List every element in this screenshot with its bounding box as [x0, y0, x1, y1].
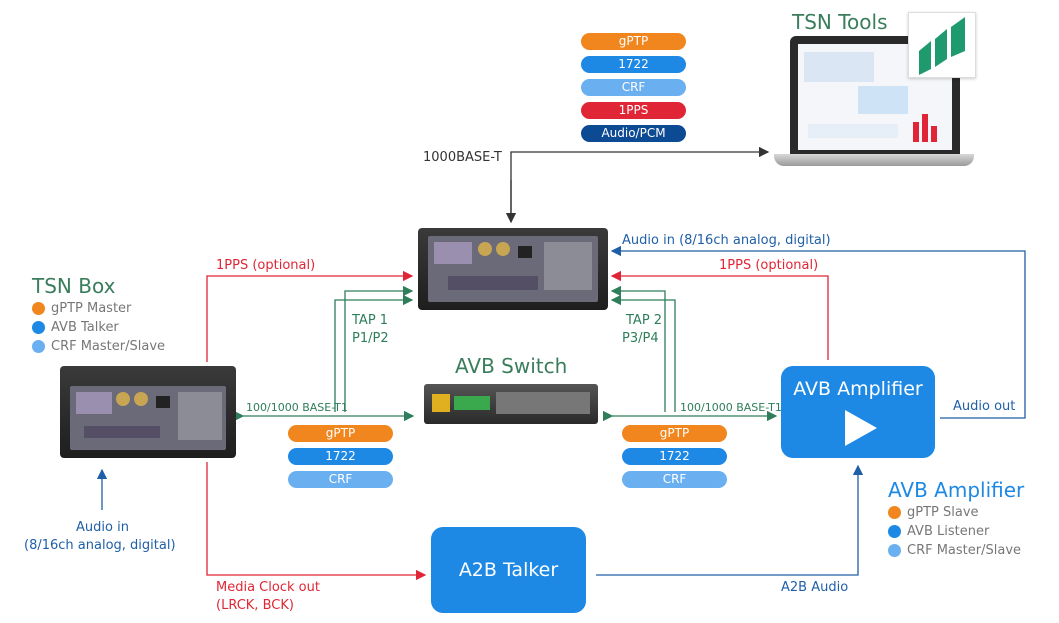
pill-gptp: gPTP	[581, 33, 686, 50]
avb-switch-device	[424, 384, 598, 424]
laptop-display	[798, 44, 952, 150]
orange-dot-icon	[32, 302, 45, 315]
pps-right-line	[610, 270, 829, 360]
avb-switch-title: AVB Switch	[455, 354, 568, 378]
right-pill-crf: CRF	[622, 471, 727, 488]
legend-gptp-master: gPTP Master	[32, 299, 165, 318]
legend-crf-amp: CRF Master/Slave	[888, 541, 1021, 560]
left-pill-1722: 1722	[288, 448, 393, 465]
a2b-audio-label: A2B Audio	[781, 580, 849, 595]
legend-crf: CRF Master/Slave	[32, 337, 165, 356]
tsn-box-device	[60, 366, 236, 458]
pill-1722: 1722	[581, 56, 686, 73]
ethernet-line	[510, 146, 770, 218]
tap1-label: TAP 1	[352, 313, 389, 328]
audio-in-right-label: Audio in (8/16ch analog, digital)	[622, 233, 831, 248]
pill-crf: CRF	[581, 79, 686, 96]
tsn-tools-logo	[908, 12, 976, 78]
ethernet-label: 1000BASE-T	[423, 150, 502, 165]
tap2-line-b	[610, 294, 676, 412]
pill-audio-pcm: Audio/PCM	[581, 125, 686, 142]
pps-left-label: 1PPS (optional)	[216, 258, 316, 273]
right-pill-1722: 1722	[622, 448, 727, 465]
legend-gptp-slave: gPTP Slave	[888, 503, 1021, 522]
blue-dot-icon	[888, 525, 901, 538]
lightblue-dot-icon	[888, 544, 901, 557]
tap-device	[418, 228, 608, 310]
blue-dot-icon	[32, 321, 45, 334]
logo-icon	[919, 17, 965, 75]
tap1-ports: P1/P2	[352, 331, 389, 346]
orange-dot-icon	[888, 506, 901, 519]
t1-right-label: 100/1000 BASE-T1	[680, 401, 782, 414]
tsn-box-title: TSN Box	[32, 274, 116, 298]
media-clock-line	[206, 462, 427, 581]
tsn-box-legend: gPTP Master AVB Talker CRF Master/Slave	[32, 299, 165, 356]
legend-avb-listener: AVB Listener	[888, 522, 1021, 541]
play-icon	[845, 410, 877, 446]
tsn-tools-title: TSN Tools	[792, 10, 888, 34]
left-pill-crf: CRF	[288, 471, 393, 488]
t1-left-label: 100/1000 BASE-T1	[246, 401, 348, 414]
a2b-talker-box: A2B Talker	[431, 527, 586, 613]
audio-in-left-label: Audio in	[76, 520, 129, 535]
avb-amplifier-title: AVB Amplifier	[888, 478, 1025, 502]
pps-left-line	[206, 270, 414, 362]
left-pill-gptp: gPTP	[288, 425, 393, 442]
laptop-base	[774, 154, 974, 166]
pill-1pps: 1PPS	[581, 102, 686, 119]
tap2-label: TAP 2	[626, 313, 663, 328]
a2b-audio-line	[596, 464, 864, 576]
audio-in-left-detail: (8/16ch analog, digital)	[24, 538, 176, 553]
legend-avb-talker: AVB Talker	[32, 318, 165, 337]
right-pill-gptp: gPTP	[622, 425, 727, 442]
audio-in-right-line	[610, 245, 1026, 419]
media-clock-detail: (LRCK, BCK)	[216, 598, 294, 613]
a2b-talker-label: A2B Talker	[458, 559, 559, 581]
media-clock-label: Media Clock out	[216, 580, 320, 595]
audio-out-label: Audio out	[953, 399, 1016, 414]
tap1-line-a	[344, 285, 414, 412]
tap2-ports: P3/P4	[622, 331, 659, 346]
pps-right-label: 1PPS (optional)	[719, 258, 819, 273]
avb-amplifier-legend: gPTP Slave AVB Listener CRF Master/Slave	[888, 503, 1021, 560]
tap2-line-a	[610, 285, 666, 412]
avb-amplifier-box-label: AVB Amplifier	[793, 378, 923, 400]
avb-amplifier-box: AVB Amplifier	[781, 366, 935, 458]
tap1-line-b	[334, 294, 414, 412]
lightblue-dot-icon	[32, 340, 45, 353]
